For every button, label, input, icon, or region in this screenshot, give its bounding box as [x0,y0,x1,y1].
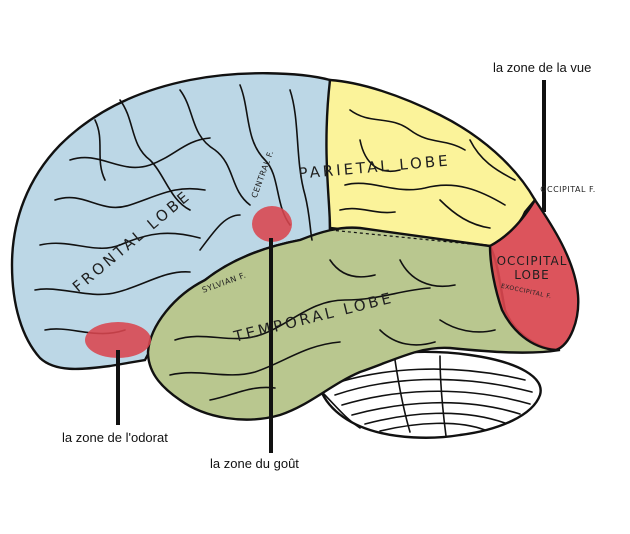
occipital-lobe-label-line1: OCCIPITAL [497,254,568,268]
taste-zone-label: la zone du goût [210,456,299,471]
vision-zone-label: la zone de la vue [493,60,592,75]
occipital-lobe [488,197,580,352]
temporal-sulci [169,259,496,401]
smell-zone [85,322,151,358]
smell-zone-label: la zone de l'odorat [62,430,168,445]
boundary-dashed-line [329,229,491,247]
occipital-lobe-label-line2: LOBE [514,268,550,282]
cerebellum [316,350,542,439]
parietal-sulci [339,109,516,229]
taste-zone [252,206,292,242]
cerebellum-folia [319,355,533,437]
occipital-fissure-label: OCCIPITAL F. [540,185,596,194]
